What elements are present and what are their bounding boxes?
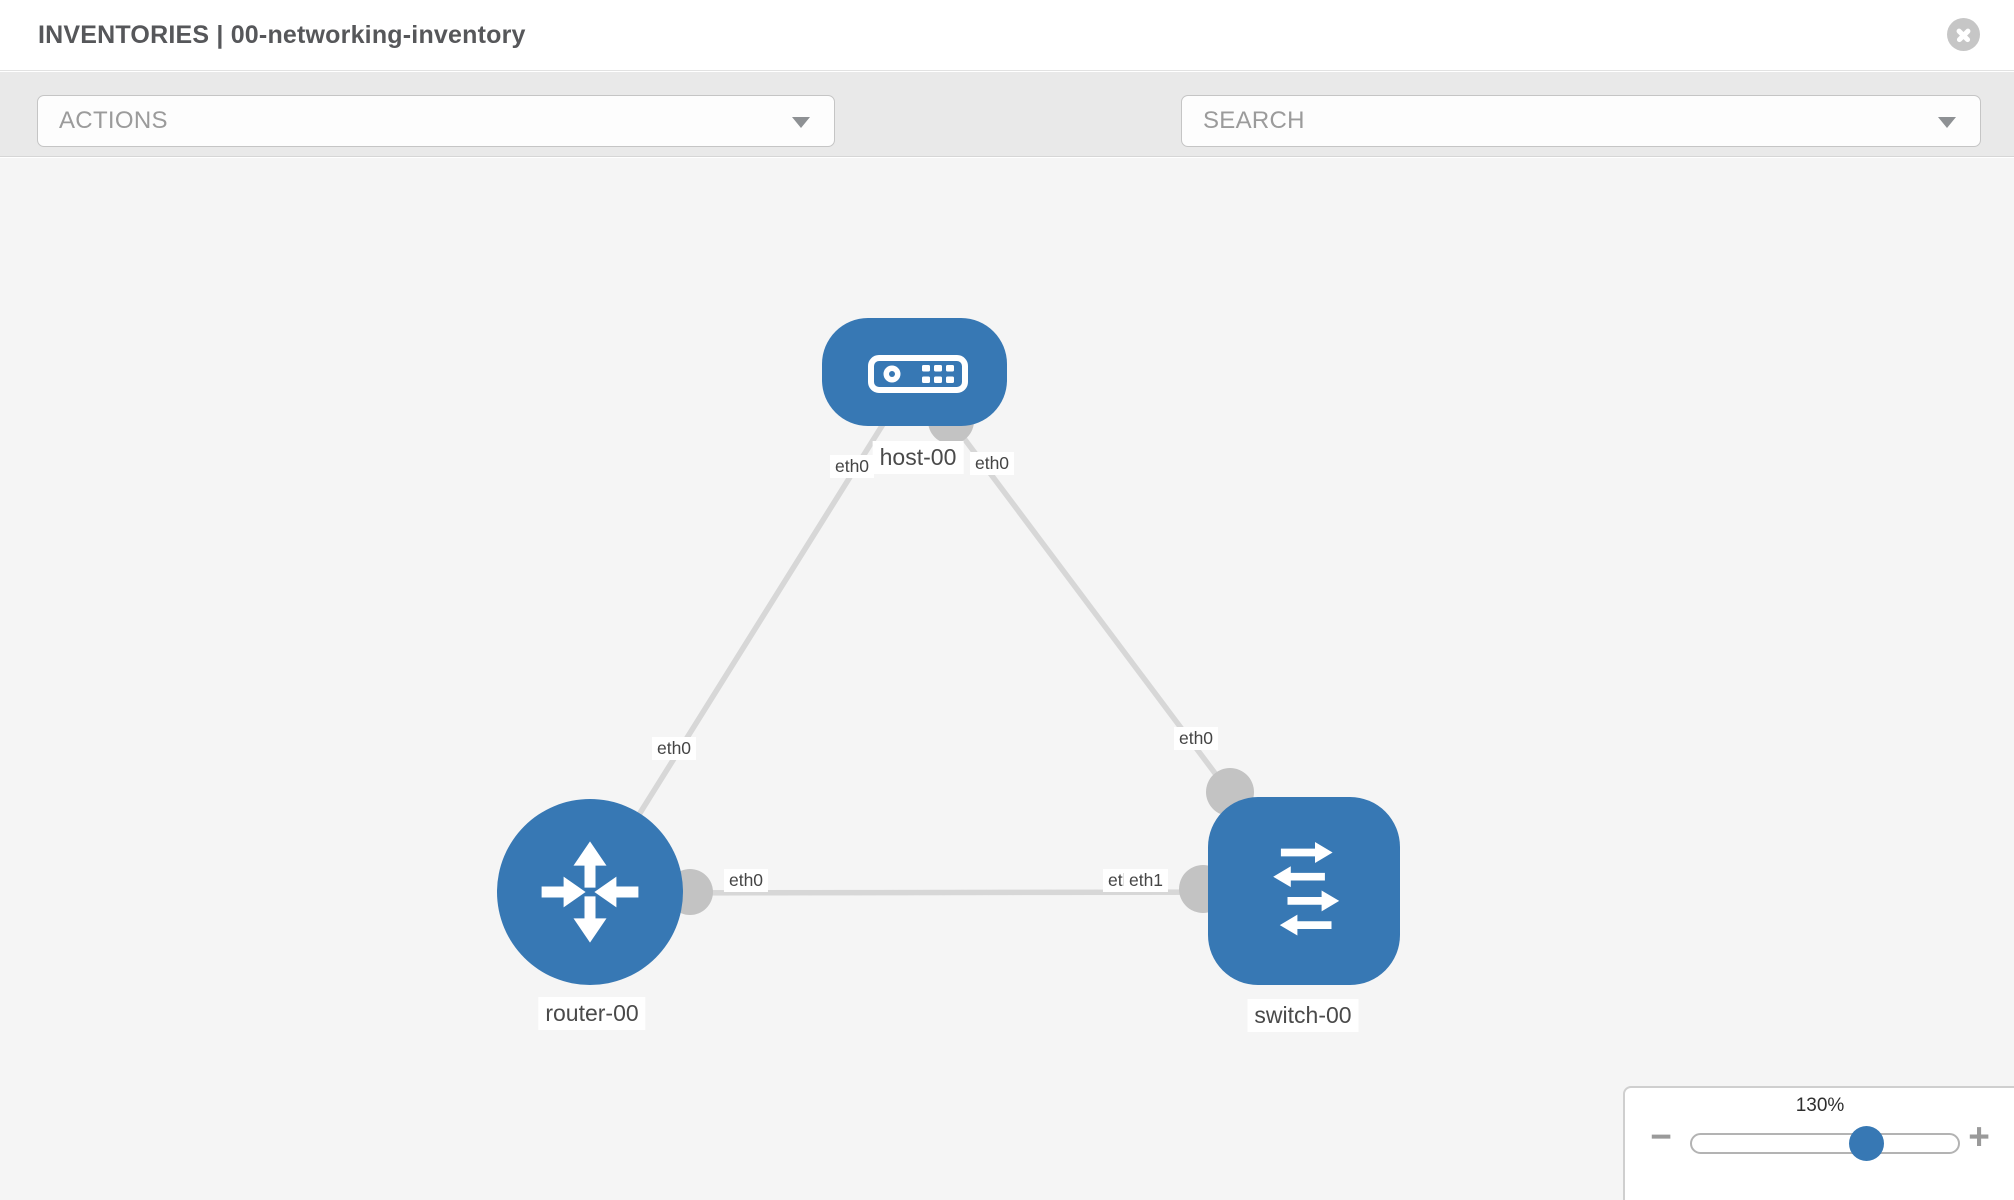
links-layer	[587, 371, 1307, 915]
zoom-panel: 130% − +	[1623, 1086, 2014, 1200]
link-router-switch	[589, 889, 1305, 896]
zoom-in-button[interactable]: +	[1968, 1116, 1990, 1157]
toolbar: ACTIONS SEARCH	[0, 72, 2014, 208]
node-label-router: router-00	[538, 997, 646, 1030]
zoom-out-button[interactable]: −	[1650, 1116, 1672, 1157]
interface-label-router-eth0-diagonal: eth0	[651, 737, 697, 760]
router-arrows-icon	[541, 841, 639, 943]
header: INVENTORIES | 00-networking-inventory	[0, 0, 2014, 71]
interface-label-switch-eth1: eth1	[1123, 869, 1169, 892]
interface-label-router-eth0-horizontal: eth0	[723, 869, 769, 892]
topology-canvas[interactable]: host-00 router-00 switch-00 eth0 eth0 et…	[0, 158, 2014, 1200]
actions-dropdown-label: ACTIONS	[59, 107, 168, 134]
node-label-switch: switch-00	[1247, 999, 1359, 1032]
page-title: INVENTORIES | 00-networking-inventory	[38, 21, 526, 49]
switch-arrows-icon	[1273, 842, 1340, 936]
interface-label-host-eth0-left: eth0	[829, 455, 875, 478]
search-dropdown[interactable]: SEARCH	[1181, 95, 1981, 147]
chevron-down-icon	[1938, 117, 1956, 128]
node-host-00[interactable]	[822, 318, 1007, 426]
zoom-level-label: 130%	[1795, 1095, 1845, 1116]
interface-label-host-eth0-right: eth0	[969, 452, 1015, 475]
close-button[interactable]	[1947, 18, 1980, 51]
zoom-slider-track[interactable]	[1690, 1126, 1960, 1161]
search-dropdown-label: SEARCH	[1203, 107, 1305, 134]
actions-dropdown[interactable]: ACTIONS	[37, 95, 835, 147]
zoom-slider-thumb[interactable]	[1849, 1126, 1884, 1161]
server-icon	[868, 355, 968, 393]
chevron-down-icon	[792, 117, 810, 128]
node-label-host: host-00	[872, 441, 964, 474]
node-router-00[interactable]	[497, 799, 683, 985]
interface-label-switch-eth0-top: eth0	[1173, 727, 1219, 750]
node-switch-00[interactable]	[1208, 797, 1400, 985]
